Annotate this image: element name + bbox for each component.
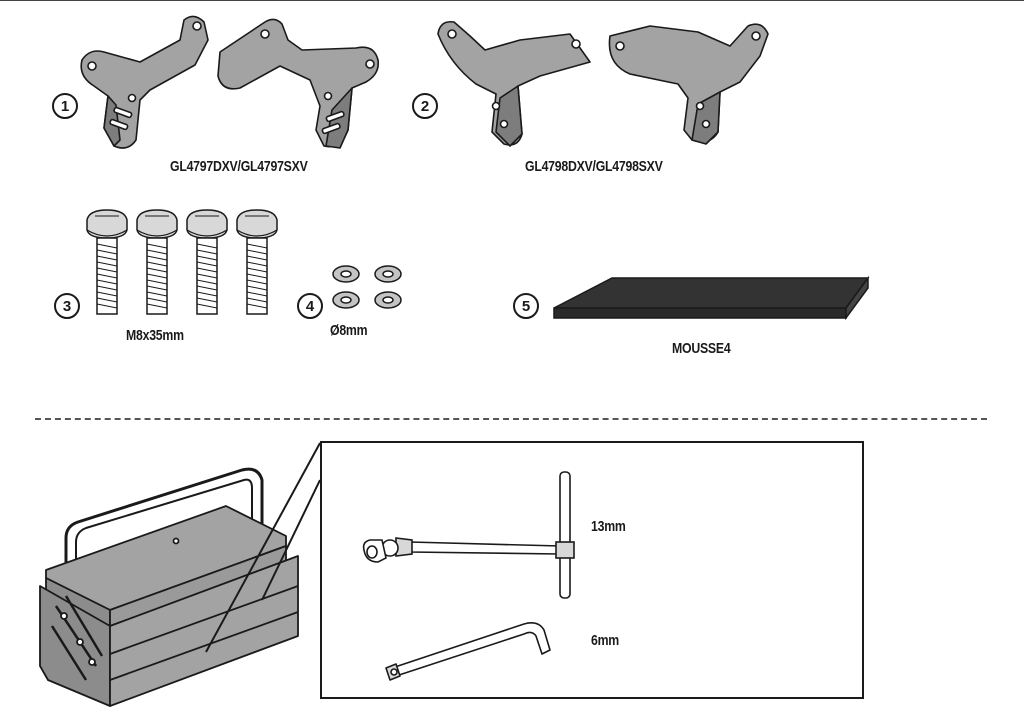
section-divider [35,418,987,420]
t-wrench-size-label: 13mm [591,518,626,535]
part-2-number: 2 [420,97,430,115]
part-3-number: 3 [62,297,72,315]
part-4-label: Ø8mm [330,322,368,339]
part-5-foam-strip-illustration [553,275,870,321]
part-5-label: MOUSSE4 [672,340,731,357]
part-5-number: 5 [521,297,531,315]
part-2-bracket-pair-illustration [437,20,769,147]
part-4-number: 4 [305,297,315,315]
allen-key-size-label: 6mm [591,632,619,649]
allen-key-icon [385,622,551,681]
part-3-number-badge: 3 [54,293,80,319]
top-rule [0,0,1024,1]
part-3-label: M8x35mm [126,327,184,344]
part-1-number: 1 [60,97,70,115]
part-2-number-badge: 2 [412,93,438,119]
tools-box [320,441,864,699]
part-1-bracket-pair-illustration [80,15,380,149]
part-5-number-badge: 5 [513,293,539,319]
part-1-number-badge: 1 [52,93,78,119]
part-2-label: GL4798DXV/GL4798SXV [525,158,663,175]
toolbox-illustration [39,467,299,707]
part-4-washers-illustration [332,265,402,309]
t-wrench-icon [362,471,575,599]
part-1-label: GL4797DXV/GL4797SXV [170,158,308,175]
part-4-number-badge: 4 [297,293,323,319]
